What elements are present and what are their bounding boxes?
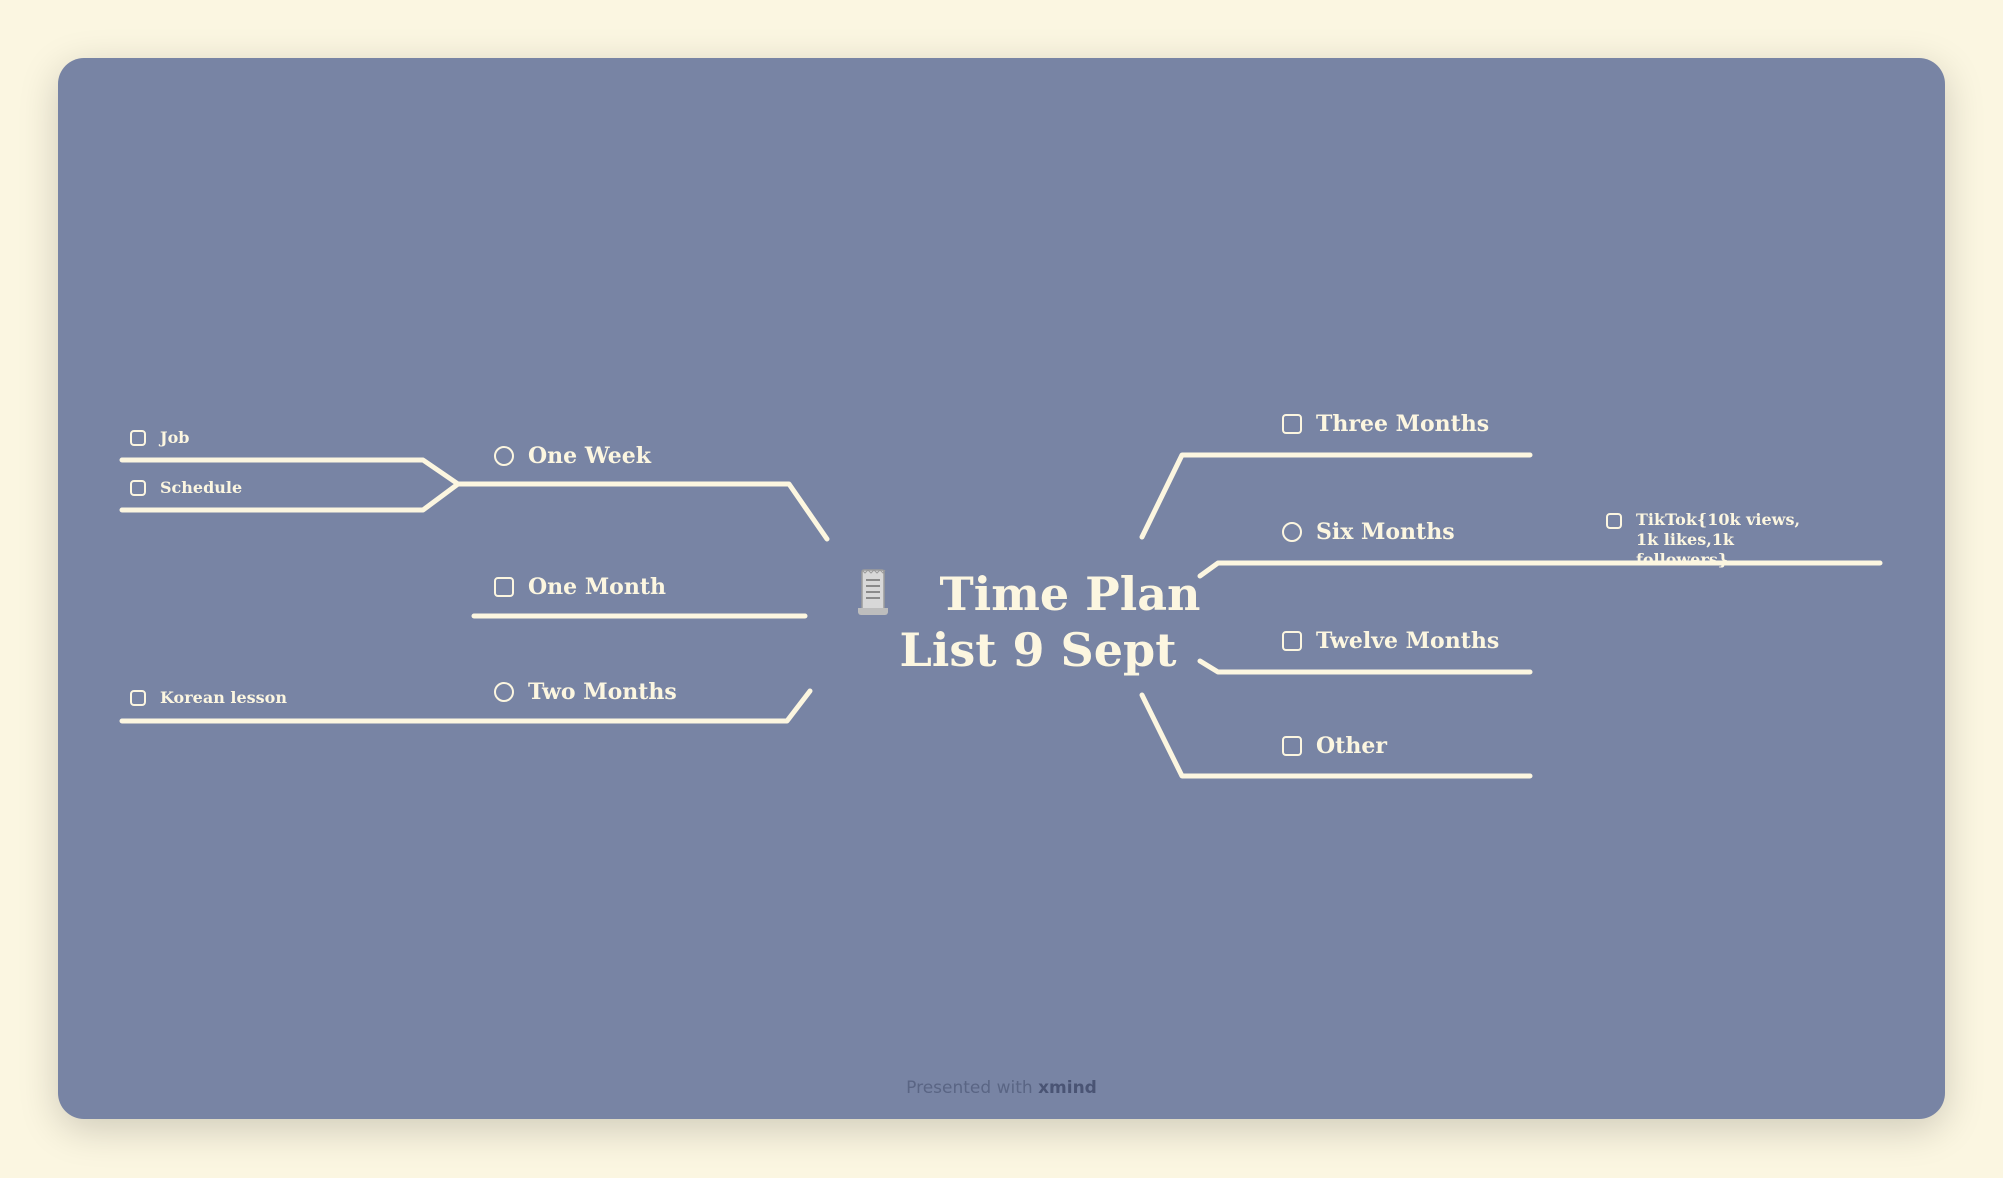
subtopic-schedule[interactable]: Schedule	[130, 478, 242, 497]
central-topic-title: Time Plan	[939, 567, 1201, 621]
presented-with-footer: Presented with xmind	[58, 1078, 1945, 1098]
topic-label: Six Months	[1316, 519, 1455, 545]
checkbox-icon	[1282, 414, 1302, 434]
topic-two-months[interactable]: Two Months	[494, 679, 677, 705]
subtopic-tiktok[interactable]: TikTok{10k views, 1k likes,1k followers}	[1606, 510, 1826, 570]
branch-one-week	[455, 481, 830, 542]
subtopic-job[interactable]: Job	[130, 428, 189, 447]
topic-label: One Month	[528, 574, 666, 600]
branch-other	[1139, 692, 1533, 779]
checkbox-icon	[494, 577, 514, 597]
subtopic-label: Schedule	[160, 478, 243, 497]
circle-marker-icon	[494, 446, 514, 466]
branch-three-months	[1139, 452, 1533, 540]
mind-map-canvas: Time Plan List 9 Sept One Week One Month…	[58, 58, 1945, 1119]
circle-marker-icon	[494, 682, 514, 702]
checkbox-icon	[130, 689, 146, 706]
footer-prefix: Presented with	[906, 1078, 1033, 1098]
topic-label: Twelve Months	[1316, 628, 1500, 654]
topic-label: Two Months	[528, 679, 677, 705]
checkbox-icon	[1282, 736, 1302, 756]
topic-three-months[interactable]: Three Months	[1282, 411, 1489, 437]
topic-one-month[interactable]: One Month	[494, 574, 666, 600]
branch-schedule	[119, 481, 461, 513]
circle-marker-icon	[1282, 522, 1302, 542]
topic-label: Other	[1316, 733, 1387, 759]
topic-twelve-months[interactable]: Twelve Months	[1282, 628, 1499, 654]
checkbox-icon	[130, 429, 146, 446]
topic-six-months[interactable]: Six Months	[1282, 519, 1455, 545]
checkbox-icon	[130, 479, 146, 496]
branch-lines	[119, 452, 1883, 779]
checkbox-icon	[1606, 513, 1622, 529]
subtopic-korean-lesson[interactable]: Korean lesson	[130, 688, 287, 707]
subtopic-label: Job	[160, 428, 190, 447]
topic-one-week[interactable]: One Week	[494, 443, 651, 469]
central-topic[interactable]: Time Plan List 9 Sept	[848, 566, 1228, 678]
checkbox-icon	[1282, 631, 1302, 651]
subtopic-label: TikTok{10k views, 1k likes,1k followers}	[1636, 510, 1801, 569]
branch-two-months	[119, 688, 813, 724]
topic-label: Three Months	[1316, 411, 1490, 437]
xmind-brand: xmind	[1038, 1078, 1097, 1098]
branch-job	[119, 457, 461, 487]
receipt-icon	[858, 569, 888, 615]
branch-six-months	[1197, 560, 1883, 579]
central-topic-subtitle: List 9 Sept	[899, 623, 1177, 677]
branch-twelve-months	[1197, 658, 1533, 675]
topic-other[interactable]: Other	[1282, 733, 1387, 759]
topic-label: One Week	[528, 443, 651, 469]
subtopic-label: Korean lesson	[160, 688, 287, 707]
